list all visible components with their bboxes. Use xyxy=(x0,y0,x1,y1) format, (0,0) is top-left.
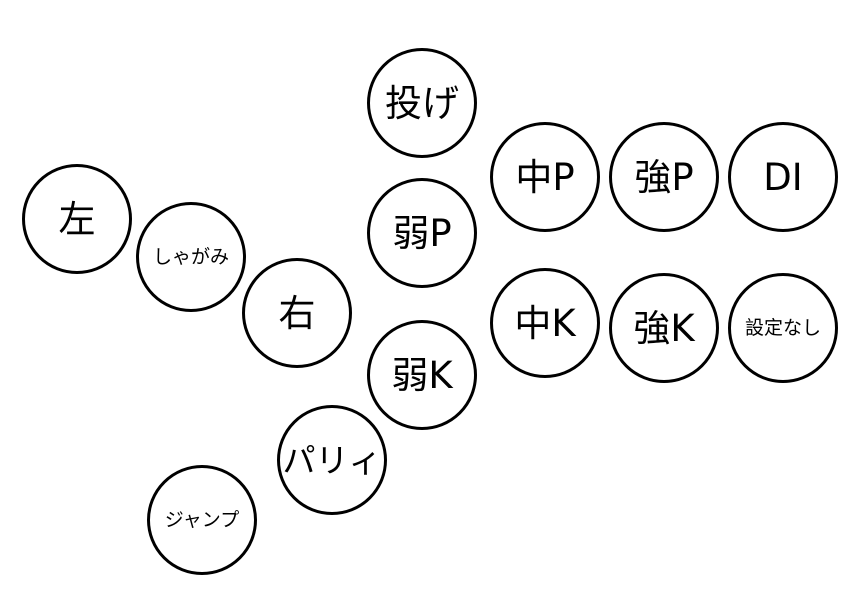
heavy-punch-button-label: 強P xyxy=(634,155,694,199)
unassigned-button[interactable]: 設定なし xyxy=(728,273,838,383)
right-button[interactable]: 右 xyxy=(242,258,352,368)
heavy-kick-button[interactable]: 強K xyxy=(609,273,719,383)
light-kick-button[interactable]: 弱K xyxy=(367,320,477,430)
jump-button-label: ジャンプ xyxy=(164,508,240,531)
left-button-label: 左 xyxy=(58,197,96,241)
light-kick-button-label: 弱K xyxy=(391,353,453,397)
crouch-button[interactable]: しゃがみ xyxy=(136,202,246,312)
crouch-button-label: しゃがみ xyxy=(152,245,229,268)
medium-kick-button[interactable]: 中K xyxy=(490,268,600,378)
medium-kick-button-label: 中K xyxy=(514,301,576,345)
unassigned-button-label: 設定なし xyxy=(744,316,821,339)
drive-impact-button-label: DI xyxy=(763,155,803,199)
throw-button[interactable]: 投げ xyxy=(367,48,477,158)
medium-punch-button-label: 中P xyxy=(515,155,575,199)
jump-button[interactable]: ジャンプ xyxy=(147,465,257,575)
left-button[interactable]: 左 xyxy=(22,164,132,274)
light-punch-button[interactable]: 弱P xyxy=(367,178,477,288)
parry-button[interactable]: パリィ xyxy=(277,405,387,515)
heavy-punch-button[interactable]: 強P xyxy=(609,122,719,232)
medium-punch-button[interactable]: 中P xyxy=(490,122,600,232)
right-button-label: 右 xyxy=(278,291,316,335)
light-punch-button-label: 弱P xyxy=(392,211,452,255)
drive-impact-button[interactable]: DI xyxy=(728,122,838,232)
heavy-kick-button-label: 強K xyxy=(633,306,695,350)
parry-button-label: パリィ xyxy=(282,440,382,480)
throw-button-label: 投げ xyxy=(385,81,459,125)
